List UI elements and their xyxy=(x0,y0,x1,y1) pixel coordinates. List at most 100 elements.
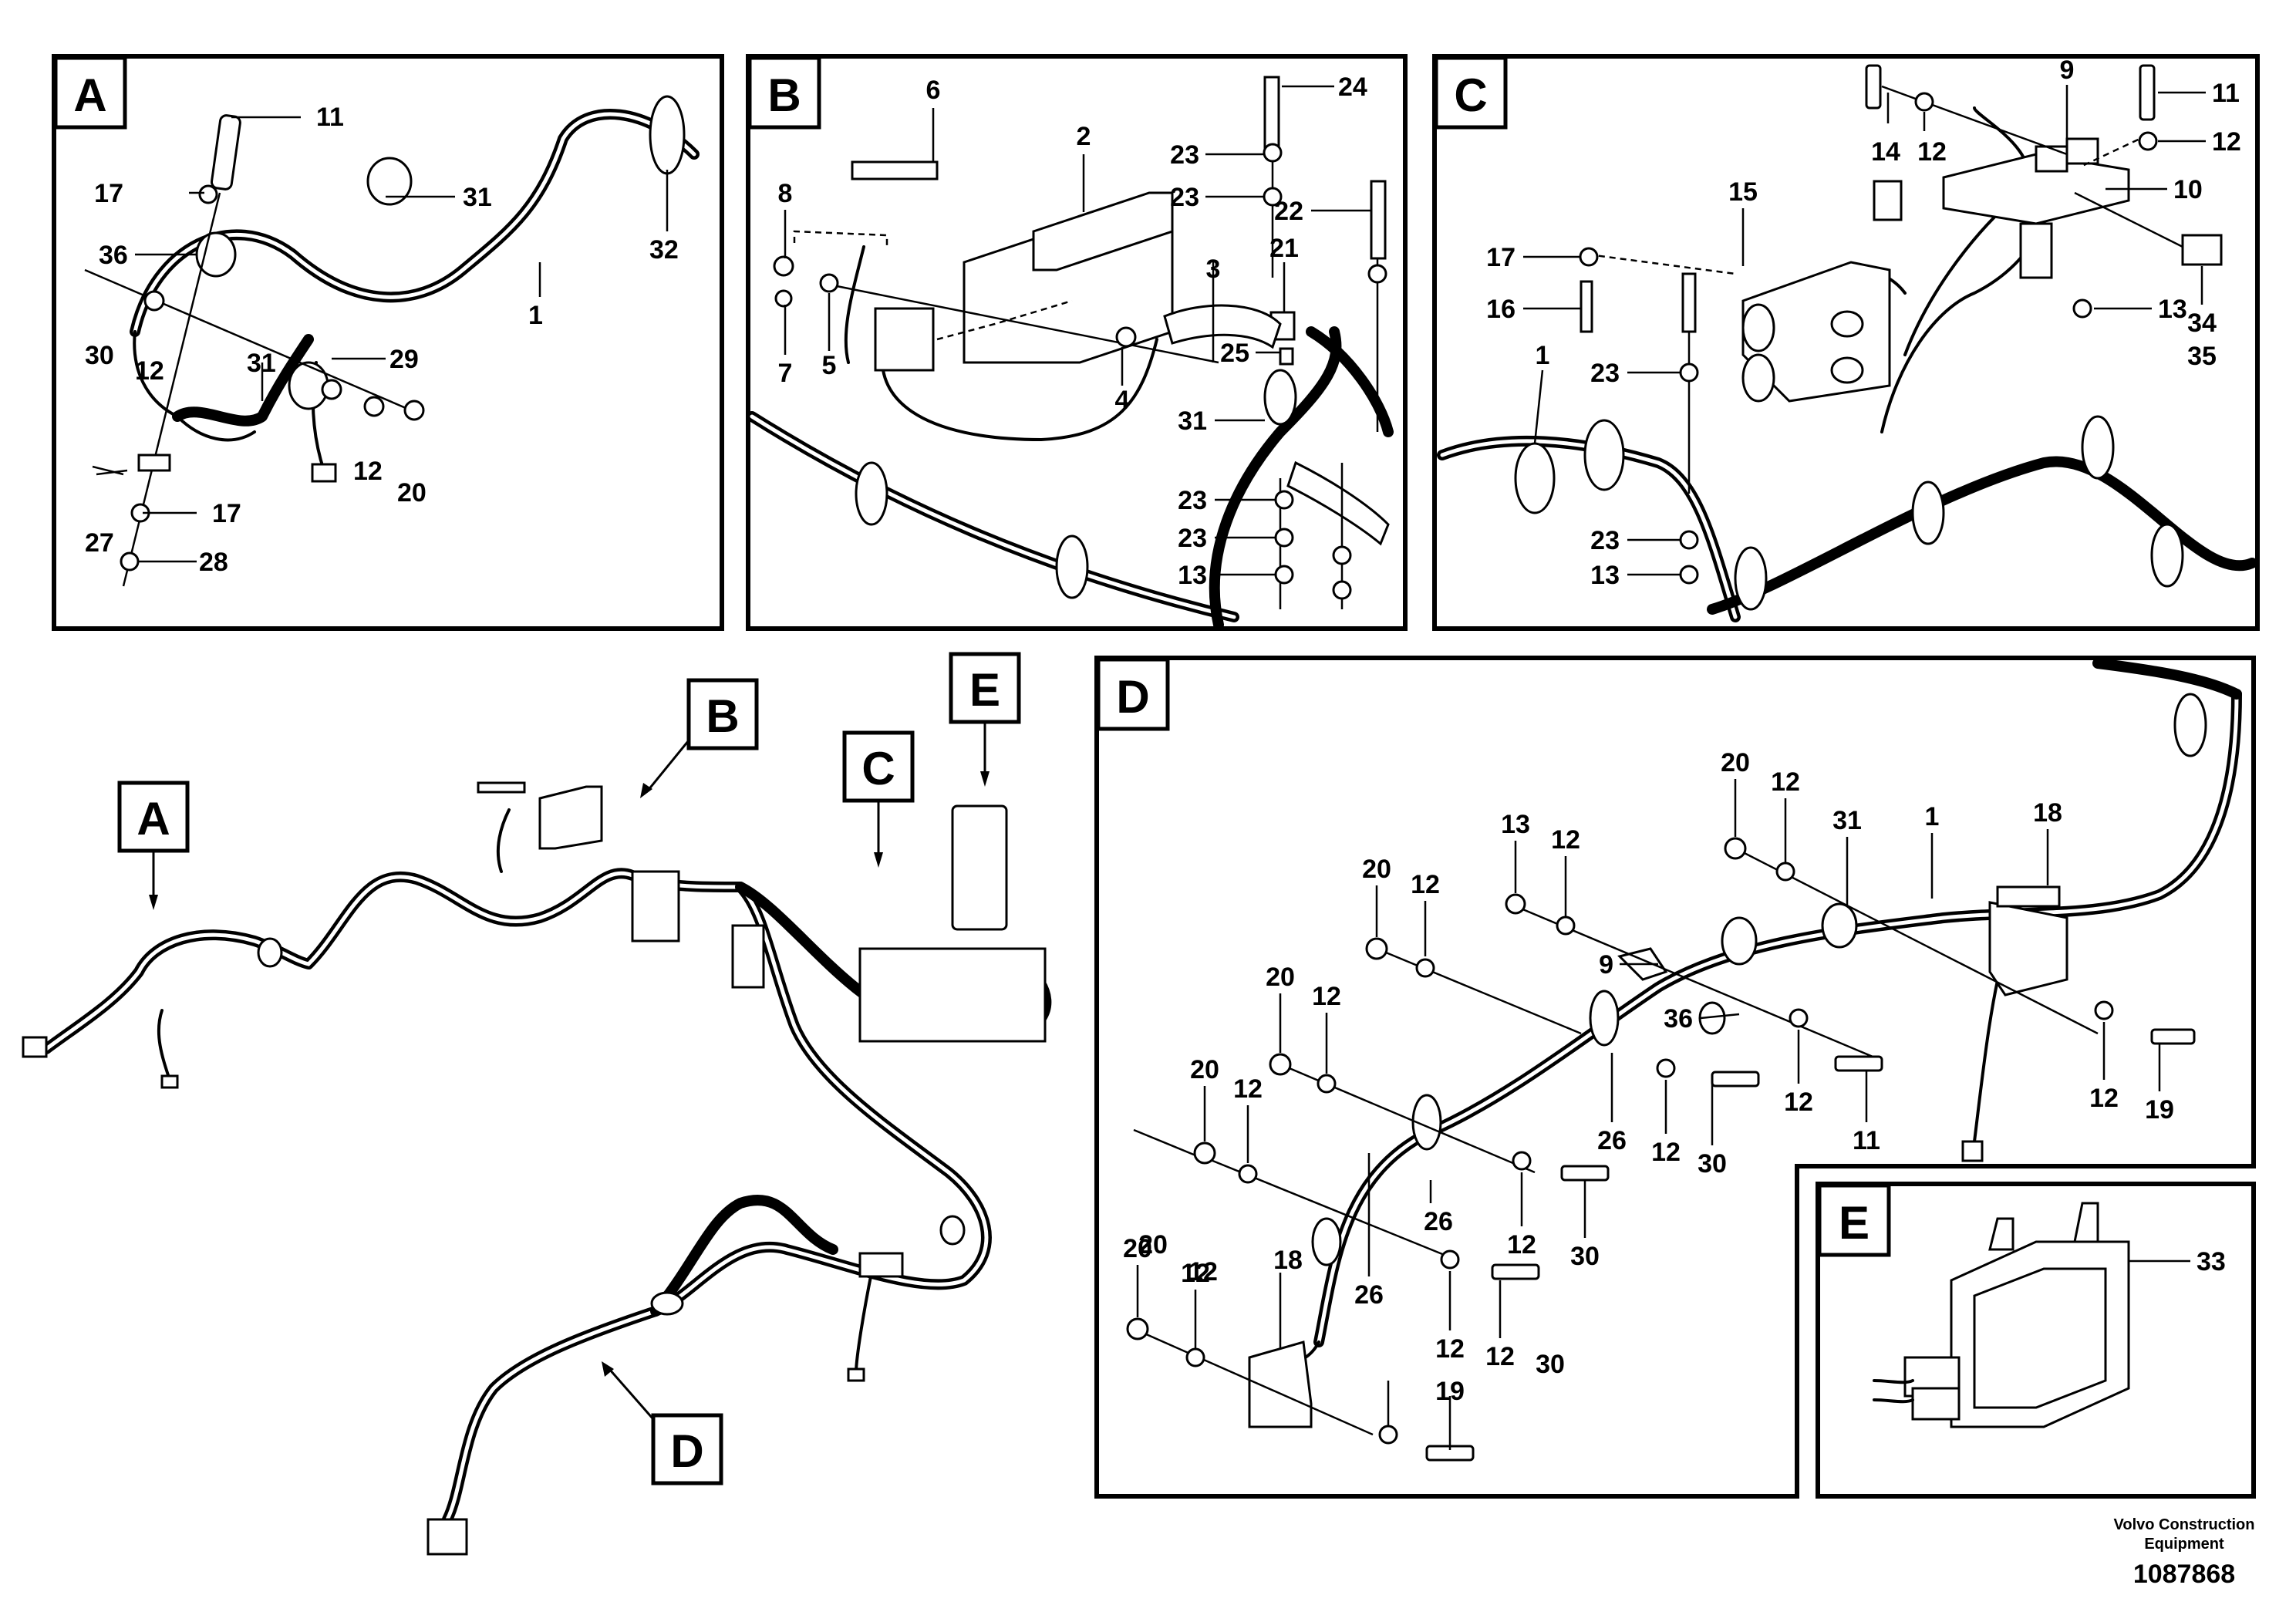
callout-b-2: 2 xyxy=(1077,122,1091,151)
callout-d-18b: 18 xyxy=(1273,1246,1303,1275)
callout-d-20f: 20 xyxy=(1138,1230,1168,1259)
callout-b-22: 22 xyxy=(1274,197,1303,226)
panel-b-frame xyxy=(746,54,1408,631)
callout-d-12i: 12 xyxy=(1181,1259,1210,1288)
callout-d-12f: 12 xyxy=(1784,1088,1813,1117)
callout-d-18: 18 xyxy=(2033,798,2062,828)
callout-b-23: 23 xyxy=(1170,140,1199,170)
overview-assembly: A B C E D xyxy=(22,652,1052,1556)
panel-b-letter-box xyxy=(747,56,821,130)
panel-c-letter-box xyxy=(1434,56,1508,130)
callout-d-1: 1 xyxy=(1925,802,1940,831)
overview-label-e: E xyxy=(969,664,1000,716)
callout-c-23: 23 xyxy=(1590,359,1620,388)
panel-d-letter-box xyxy=(1096,657,1170,731)
callout-d-11: 11 xyxy=(1853,1126,1880,1155)
callout-a-17: 17 xyxy=(94,179,123,208)
overview-label-c: C xyxy=(861,743,895,794)
panel-a-frame xyxy=(52,54,724,631)
panel-c-letter: C xyxy=(1454,69,1487,121)
panel-d-letter: D xyxy=(1116,671,1149,723)
panel-b-letter: B xyxy=(767,69,801,121)
callout-d-12h: 12 xyxy=(2089,1084,2119,1113)
panel-e-letter: E xyxy=(1839,1197,1870,1249)
callout-c-23b: 23 xyxy=(1590,526,1620,555)
callout-c-10: 10 xyxy=(2173,175,2203,204)
callout-d-12c: 12 xyxy=(1771,767,1800,797)
callout-a-36: 36 xyxy=(99,241,128,270)
callout-c-13: 13 xyxy=(2158,295,2187,324)
panel-a: A 11 17 31 xyxy=(52,54,724,631)
overview-label-b-box xyxy=(686,678,759,750)
callout-a-12: 12 xyxy=(135,356,164,386)
callout-c-1: 1 xyxy=(1536,341,1550,370)
callout-d-20e: 20 xyxy=(1123,1234,1152,1263)
callout-c-17: 17 xyxy=(1486,243,1515,272)
overview-label-d-box xyxy=(651,1413,723,1485)
callout-d-12j: 12 xyxy=(1507,1230,1536,1259)
callout-c-11: 11 xyxy=(2212,79,2240,108)
footer: Volvo Construction Equipment 1087868 xyxy=(2114,1516,2255,1589)
callout-d-12g: 12 xyxy=(1651,1138,1681,1167)
overview-label-a: A xyxy=(137,793,170,845)
panel-c: C xyxy=(1432,54,2260,631)
panel-d: D xyxy=(1094,656,2256,1499)
panel-a-bolt xyxy=(210,114,241,191)
callout-d-26b: 26 xyxy=(1424,1207,1453,1236)
overview-ecu xyxy=(951,804,1008,931)
panel-b-terminal-strip xyxy=(851,160,939,180)
callout-a-11: 11 xyxy=(316,103,344,132)
callout-b-6: 6 xyxy=(926,76,941,105)
panel-a-loop-clamp xyxy=(366,157,413,206)
callout-c-35: 35 xyxy=(2187,342,2217,371)
callout-b-25: 25 xyxy=(1220,339,1249,368)
callout-a-20: 20 xyxy=(397,478,426,508)
panel-a-letter: A xyxy=(73,69,106,121)
callout-a-17b: 17 xyxy=(212,499,241,528)
callout-c-15: 15 xyxy=(1728,177,1758,207)
drawing-number: 1087868 xyxy=(2133,1560,2235,1589)
callout-d-36: 36 xyxy=(1664,1004,1693,1034)
callout-d-13: 13 xyxy=(1501,810,1530,839)
panel-a-connector xyxy=(311,463,337,483)
overview-label-e-box xyxy=(949,652,1021,724)
overview-label-b: B xyxy=(706,690,739,742)
callout-b-3: 3 xyxy=(1206,255,1221,284)
callout-e-33: 33 xyxy=(2197,1247,2226,1276)
callout-c-16: 16 xyxy=(1486,295,1515,324)
brand-line-2: Equipment xyxy=(2144,1536,2224,1553)
panel-c-connector-34 xyxy=(2181,234,2223,266)
callout-a-27: 27 xyxy=(85,528,114,558)
callout-c-9: 9 xyxy=(2060,56,2075,85)
callout-d-30: 30 xyxy=(1698,1149,1727,1179)
callout-a-31b: 31 xyxy=(247,349,276,378)
callout-a-12b: 12 xyxy=(353,457,383,486)
panel-a-loop-clamp-2 xyxy=(649,95,686,175)
panel-a-harness-branch xyxy=(172,334,314,427)
panel-e-letter-box xyxy=(1817,1183,1891,1257)
callout-d-9: 9 xyxy=(1599,950,1613,980)
callout-d-20c: 20 xyxy=(1266,963,1295,992)
panel-a-clip xyxy=(195,231,237,278)
callout-d-12e: 12 xyxy=(1233,1074,1263,1104)
callout-d-12l: 12 xyxy=(1435,1334,1465,1364)
callout-d-20b: 20 xyxy=(1721,748,1750,777)
panel-d-bracket-18b xyxy=(1248,1340,1313,1428)
panel-b-harness xyxy=(747,411,1239,622)
callout-d-12d: 12 xyxy=(1312,982,1341,1011)
callout-b-23b: 23 xyxy=(1170,183,1199,212)
callout-a-32: 32 xyxy=(649,235,679,265)
callout-d-26: 26 xyxy=(1597,1126,1627,1155)
overview-bracket-bottom xyxy=(426,1518,468,1556)
panel-b-bolt xyxy=(1263,76,1280,156)
panel-d-frame xyxy=(1094,656,2256,1499)
callout-d-12: 12 xyxy=(1411,870,1440,899)
callout-a-30: 30 xyxy=(85,341,114,370)
panel-d-bracket-18 xyxy=(1988,901,2068,996)
panel-e: E 33 xyxy=(1816,1182,2256,1499)
callout-b-13: 13 xyxy=(1178,561,1207,590)
callout-b-8: 8 xyxy=(778,179,793,208)
callout-b-23c: 23 xyxy=(1178,486,1207,515)
callout-a-31: 31 xyxy=(463,183,492,212)
